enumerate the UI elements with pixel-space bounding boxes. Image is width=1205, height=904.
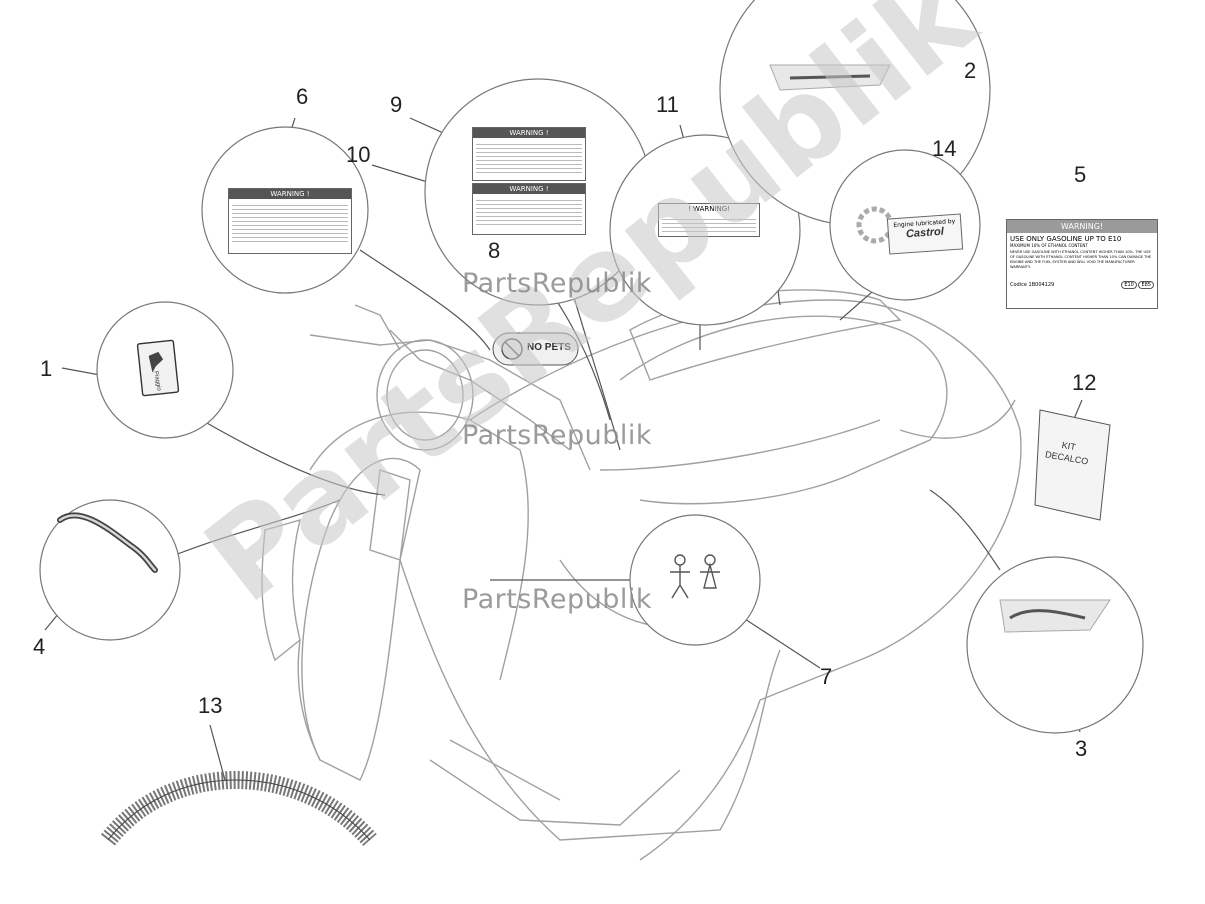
warning-decal-9: WARNING !	[472, 127, 586, 181]
warning-decal-10-text	[476, 197, 582, 227]
callout-5: 5	[1074, 162, 1087, 187]
callout-6: 6	[296, 84, 309, 109]
primavera-decal-2	[769, 64, 891, 91]
warning-decal-9-title: WARNING !	[473, 128, 585, 138]
warning-decal-11-text	[662, 216, 756, 232]
callout-8: 8	[488, 238, 501, 263]
castrol-decal-14: Engine lubricated by Castrol	[886, 213, 964, 255]
scooter-outline	[261, 289, 1022, 861]
callout-7: 7	[820, 664, 833, 689]
fuel-warning-code: Codice 1B004129	[1010, 282, 1055, 288]
fuel-e85: E85	[1138, 281, 1154, 289]
callout-1: 1	[40, 356, 53, 381]
vespa-script-decal-3	[999, 599, 1111, 633]
fuel-warning-footer: Codice 1B004129 E10 E85	[1010, 281, 1154, 289]
warning-decal-6-text	[232, 202, 348, 242]
callout-12: 12	[1072, 370, 1097, 395]
warning-decal-10-title: WARNING !	[473, 184, 585, 194]
warning-decal-11: ! WARNING!	[658, 203, 760, 237]
warning-decal-6: WARNING !	[228, 188, 352, 254]
fuel-warning-title: WARNING!	[1007, 220, 1157, 233]
warning-decal-11-title: ! WARNING!	[688, 205, 730, 213]
fuel-e10: E10	[1121, 281, 1137, 289]
callout-9: 9	[390, 92, 403, 117]
callout-3: 3	[1075, 736, 1088, 761]
arc-decal-13	[100, 771, 377, 847]
kit-envelope-12	[1034, 409, 1111, 521]
no-pets-decal-8	[492, 332, 579, 366]
fuel-warning-decal-5: WARNING! USE ONLY GASOLINE UP TO E10 MAX…	[1006, 219, 1158, 309]
fuel-warning-line2: MAXIMUM 10% OF ETHANOL CONTENT	[1010, 243, 1088, 248]
warning-decal-6-title: WARNING !	[229, 189, 351, 199]
callout-2: 2	[964, 58, 977, 83]
callout-14: 14	[932, 136, 957, 161]
piaggio-badge-decal	[136, 339, 180, 397]
warning-decal-9-text	[476, 141, 582, 173]
callout-13: 13	[198, 693, 223, 718]
watermark-2: PartsRepublik	[462, 420, 653, 451]
warning-decal-10: WARNING !	[472, 183, 586, 235]
no-pets-label: NO PETS	[527, 342, 571, 353]
kids-decal-7	[670, 554, 720, 599]
callout-4: 4	[33, 634, 46, 659]
fuel-warning-line1: USE ONLY GASOLINE UP TO E10	[1010, 235, 1122, 243]
fuel-warning-ratings: E10 E85	[1121, 281, 1154, 289]
callout-11: 11	[656, 92, 679, 117]
fuel-warning-body: NEVER USE GASOLINE WITH ETHANOL CONTENT …	[1010, 250, 1152, 269]
callout-10: 10	[346, 142, 371, 167]
vespa-script-decal-4	[57, 512, 158, 573]
watermark-1: PartsRepublik	[462, 268, 653, 299]
watermark-3: PartsRepublik	[462, 584, 653, 615]
